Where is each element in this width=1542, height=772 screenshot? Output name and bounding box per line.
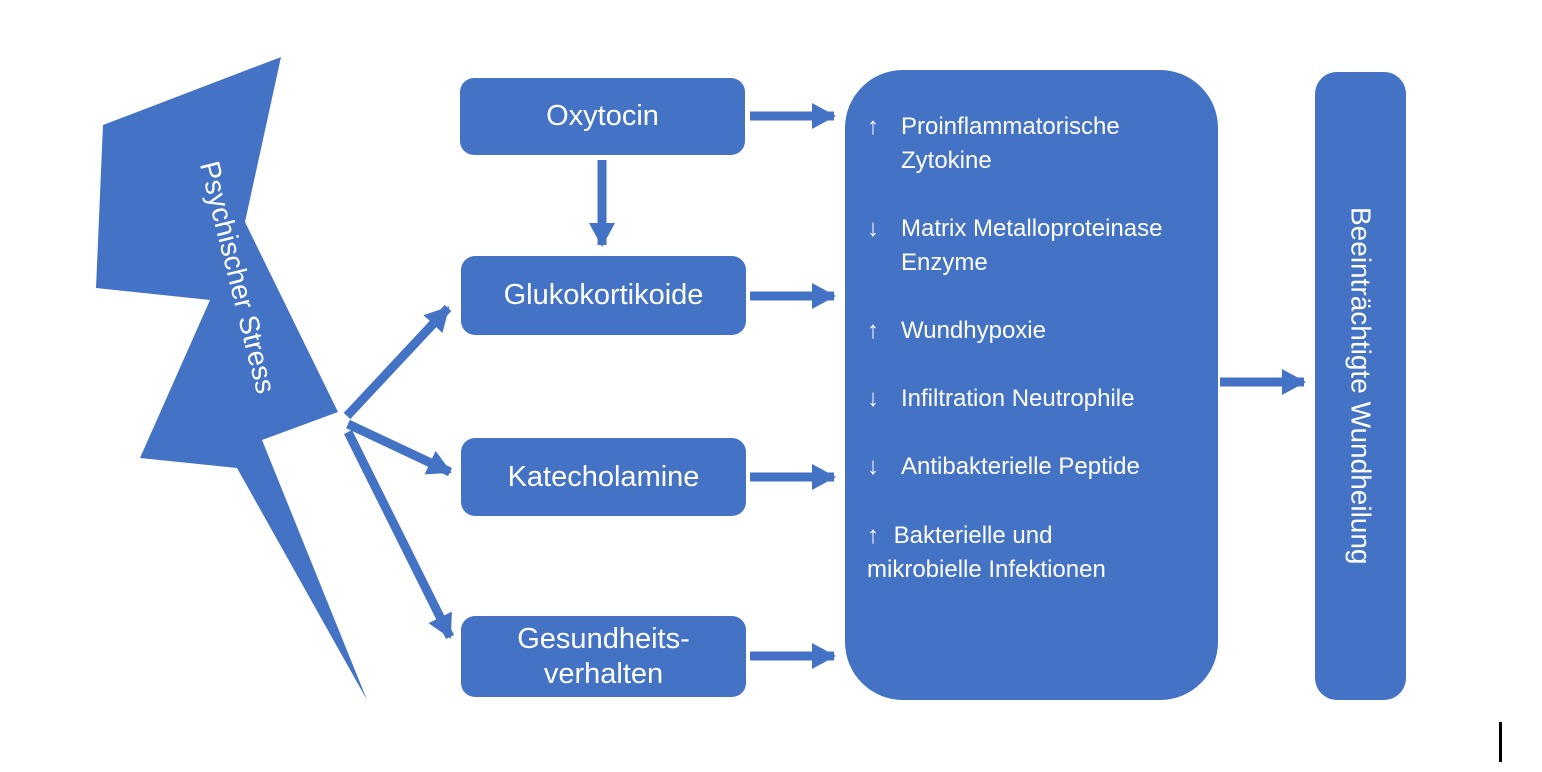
trend-up-icon: ↑ (867, 113, 879, 140)
arrow-stress-to-glukokortikoide (343, 304, 452, 420)
node-label: Glukokortikoide (503, 279, 704, 312)
effect-text: Infiltration Neutrophile (901, 385, 1135, 413)
node-label: Katecholamine (507, 460, 700, 493)
arrow-stress-to-katecholamine (346, 419, 452, 477)
arrow-stress-to-gesundheitsverhalten (343, 429, 455, 640)
effect-text: Matrix Metalloproteinase Enzyme (901, 215, 1163, 277)
effect-text: Bakterielle und mikrobielle Infektionen (867, 521, 1106, 583)
effect-item: ↑ Bakterielle und mikrobielle Infektione… (867, 519, 1167, 587)
text-cursor (1499, 722, 1502, 762)
effect-text: Wundhypoxie (901, 317, 1046, 345)
trend-up-icon: ↑ (867, 521, 879, 549)
trend-down-icon: ↓ (867, 385, 879, 413)
node-label: Oxytocin (546, 100, 659, 133)
trend-down-icon: ↓ (867, 453, 879, 481)
node-katecholamine: Katecholamine (461, 438, 746, 516)
outcome-label: Beeinträchtigte Wundheilung (1345, 207, 1377, 565)
trend-up-icon: ↑ (867, 317, 879, 345)
lightning-bolt-shape (96, 57, 367, 700)
effect-item: ↓ Matrix Metalloproteinase Enzyme (867, 212, 1192, 280)
node-label-line2: verhalten (543, 657, 664, 690)
effect-item: ↑ Proinflammatorische Zytokine (867, 110, 1192, 178)
trend-down-icon: ↓ (867, 215, 879, 243)
effect-item: ↓ Antibakterielle Peptide (867, 450, 1192, 484)
effects-box: ↑ Proinflammatorische Zytokine ↓ Matrix … (845, 70, 1218, 700)
effect-text: Proinflammatorische Zytokine (901, 113, 1120, 175)
effect-text: Antibakterielle Peptide (901, 453, 1140, 481)
node-glukokortikoide: Glukokortikoide (461, 256, 746, 335)
node-gesundheitsverhalten: Gesundheits- verhalten (461, 616, 746, 697)
effect-item: ↓ Infiltration Neutrophile (867, 382, 1192, 416)
effect-item: ↑ Wundhypoxie (867, 314, 1192, 348)
node-label-line1: Gesundheits- (517, 622, 690, 655)
node-oxytocin: Oxytocin (460, 78, 745, 155)
outcome-box: Beeinträchtigte Wundheilung (1315, 72, 1406, 700)
